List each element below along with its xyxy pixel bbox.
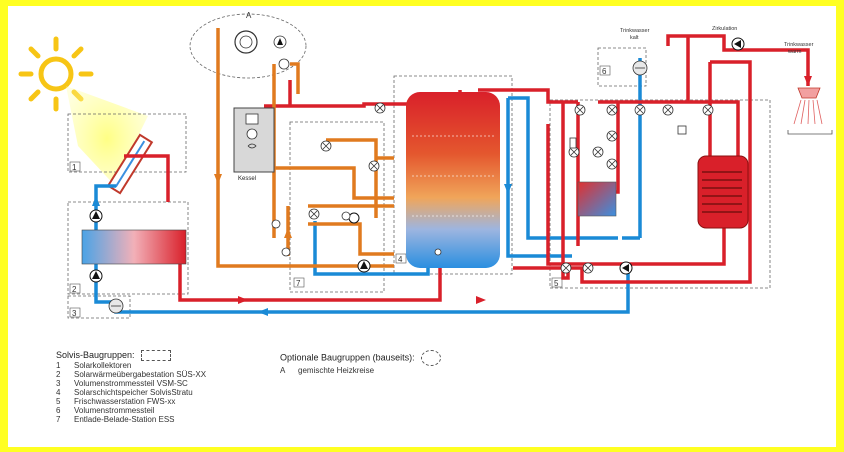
pump-icon [731,37,745,51]
label-trinkwasser-warm-2: warm [787,49,802,55]
pump-icon [357,259,371,273]
label-trinkwasser-warm-1: Trinkwasser [784,42,814,48]
label-kessel: Kessel [238,176,256,182]
top-labels: Trinkwasser kalt Zirkulation Trinkwasser… [620,26,814,55]
boiler: Kessel [233,107,275,182]
pump-icon [89,269,103,283]
hot-water-cylinder [697,155,749,229]
valve-icon [308,208,320,220]
valve-icon [568,146,580,158]
valve-icon [574,104,586,116]
sensor-icon [569,137,577,149]
valve-icon [606,130,618,142]
sensor-icon [677,125,687,135]
tag-1: 1 [72,163,77,172]
dashed-box-symbol [140,350,171,361]
valve-icon [434,248,442,256]
valve-icon [320,140,332,152]
valve-icon [634,104,646,116]
storage-tank [406,92,500,268]
valve-icon [702,104,714,116]
cold-pipes [94,58,642,314]
hot-pipes [124,34,810,302]
tank-stratification-lines [412,135,494,217]
valve-icon [560,262,572,274]
tag-4: 4 [398,255,403,264]
sensors [569,125,687,149]
diagram-canvas: 1 2 3 4 5 6 7 A g [8,6,836,447]
valve-icon [592,146,604,158]
tag-7: 7 [296,279,301,288]
heating-circuit-radiator [234,30,290,70]
group-number-tags: 1 2 3 4 5 6 7 A g [69,11,611,318]
flow-meter-icon [108,298,124,314]
tag-2: 2 [72,285,77,294]
tag-5: 5 [554,279,559,288]
valve-icon [281,247,291,257]
valve-icon [271,219,281,229]
tag-A: A [246,11,252,20]
pumps [89,37,745,283]
flow-arrows [92,76,812,316]
label-zirkulation: Zirkulation [712,26,737,32]
sunlight-beam [66,86,148,191]
valve-icon [341,211,351,221]
dashed-circle-symbol [420,350,441,366]
flow-meter-icon [632,60,648,76]
shower-icon [787,87,833,135]
label-trinkwasser-kalt-1: Trinkwasser [620,28,650,34]
valve-icon [606,158,618,170]
flow-meters [108,60,648,314]
solar-collector [106,133,154,195]
valve-icon [582,262,594,274]
pump-icon [89,209,103,223]
solar-heat-exchanger [81,229,187,265]
pump-icon [348,212,360,224]
solar-heating-schematic: 1 2 3 4 5 6 7 A g [18,11,833,319]
valve-icon [606,104,618,116]
pump-icon [619,261,633,275]
fresh-water-heat-exchanger [577,181,617,217]
legend-solvis-heading: Solvis-Baugruppen: [56,349,135,360]
group-boxes [67,13,771,319]
valve-icon [368,160,380,172]
legend-optional-heading: Optionale Baugruppen (bauseits): [280,352,415,363]
tag-3: 3 [72,309,77,318]
label-trinkwasser-kalt-2: kalt [630,35,639,41]
tag-6: 6 [602,67,607,76]
valves [271,102,714,274]
valve-icon [662,104,674,116]
valve-icon [374,102,386,114]
